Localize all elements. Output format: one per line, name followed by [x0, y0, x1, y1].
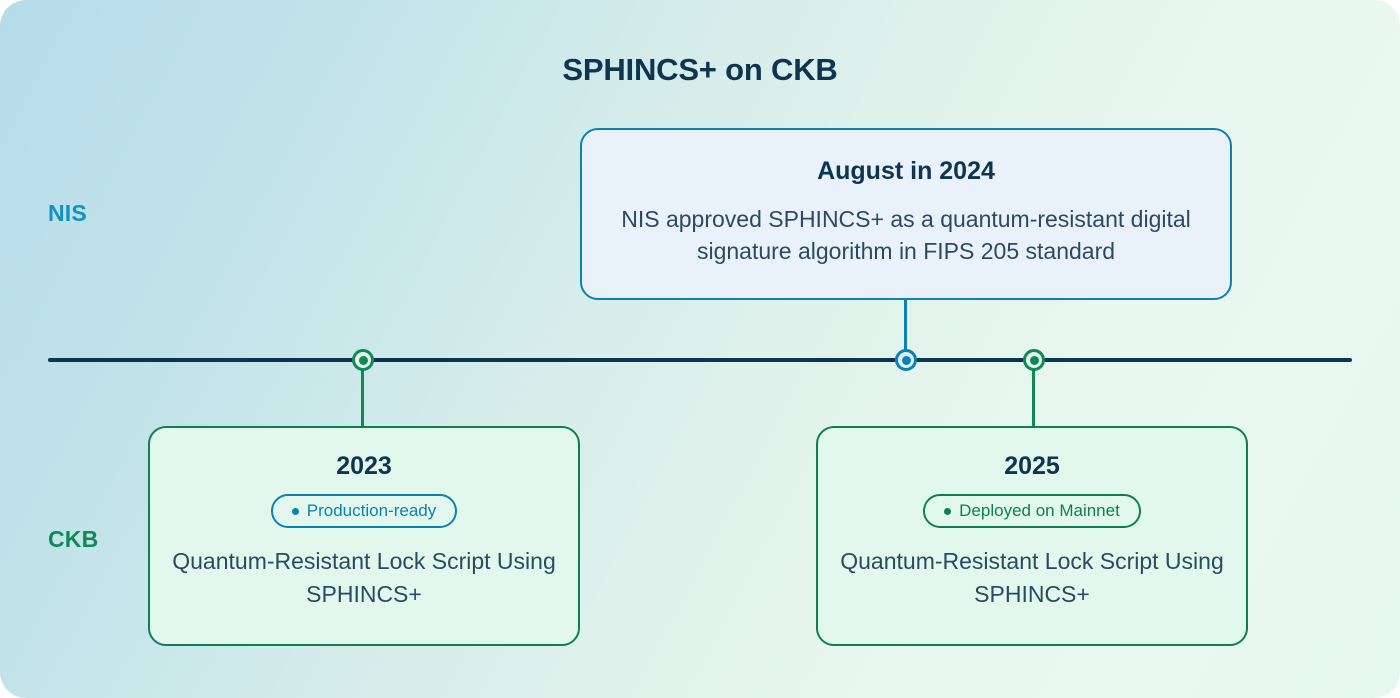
- status-badge-production-ready: Production-ready: [270, 494, 458, 528]
- marker-core-icon: [901, 355, 911, 365]
- ckb-event-heading-2023: 2023: [336, 452, 392, 480]
- ckb-event-body-2025: Quantum-Resistant Lock Script Using SPHI…: [840, 548, 1224, 607]
- marker-core-icon: [1029, 355, 1039, 365]
- row-label-ckb: CKB: [48, 526, 99, 552]
- status-badge-label: Deployed on Mainnet: [959, 501, 1120, 520]
- page-title: SPHINCS+ on CKB: [562, 52, 838, 87]
- connector-line-2025: [1032, 360, 1035, 426]
- timeline-marker-2024[interactable]: [895, 349, 917, 371]
- ckb-event-body-2023: Quantum-Resistant Lock Script Using SPHI…: [172, 548, 556, 607]
- timeline-axis: [48, 358, 1352, 362]
- ckb-event-heading-2025: 2025: [1004, 452, 1060, 480]
- ckb-event-card-2023: 2023 Production-ready Quantum-Resistant …: [148, 426, 580, 646]
- connector-line-2024: [904, 298, 907, 360]
- nis-event-heading: August in 2024: [817, 157, 995, 185]
- nis-event-card: August in 2024 NIS approved SPHINCS+ as …: [580, 128, 1232, 300]
- ckb-event-card-2025: 2025 Deployed on Mainnet Quantum-Resista…: [816, 426, 1248, 646]
- marker-core-icon: [358, 355, 368, 365]
- timeline-marker-2025[interactable]: [1023, 349, 1045, 371]
- status-badge-deployed-on-mainnet: Deployed on Mainnet: [923, 494, 1141, 528]
- nis-event-body: NIS approved SPHINCS+ as a quantum-resis…: [621, 206, 1191, 264]
- timeline-marker-2023[interactable]: [352, 349, 374, 371]
- connector-line-2023: [361, 360, 364, 426]
- bullet-dot-icon: [291, 507, 299, 515]
- row-label-nis: NIS: [48, 200, 87, 226]
- status-badge-label: Production-ready: [306, 501, 437, 520]
- bullet-dot-icon: [944, 507, 952, 515]
